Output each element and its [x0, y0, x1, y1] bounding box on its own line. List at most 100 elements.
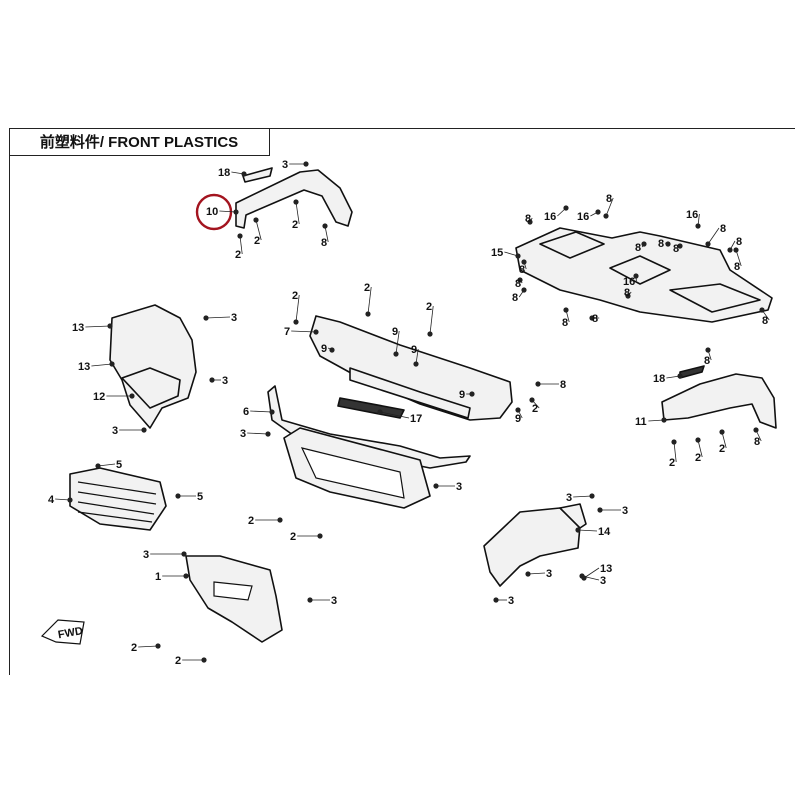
fastener-icon [525, 571, 531, 577]
callout-3: 3 [597, 505, 628, 517]
fastener-icon [201, 657, 207, 663]
front-fender-left-part[interactable] [235, 167, 353, 229]
callout-3: 3 [112, 425, 147, 437]
callout-number: 8 [624, 287, 630, 299]
callout-10: 10 [206, 206, 239, 218]
callout-number: 14 [598, 526, 611, 538]
front-rack-part[interactable] [515, 227, 773, 323]
callout-2: 2 [292, 290, 300, 325]
page-title: 前塑料件/ FRONT PLASTICS [9, 128, 270, 156]
callout-number: 2 [426, 301, 432, 313]
callout-number: 5 [197, 491, 203, 503]
callout-number: 11 [635, 416, 647, 428]
fastener-icon [241, 171, 247, 177]
callout-16: 16 [577, 209, 601, 223]
callout-number: 8 [515, 278, 521, 290]
callout-number: 13 [72, 322, 84, 334]
callout-number: 3 [508, 595, 514, 607]
fastener-icon [322, 223, 328, 229]
skid-plate-part[interactable] [185, 555, 283, 643]
callout-2: 2 [290, 531, 323, 543]
callout-number: 15 [491, 247, 503, 259]
callout-9: 9 [515, 407, 523, 425]
callout-2: 2 [669, 439, 677, 469]
trim-strip-part[interactable] [337, 397, 405, 419]
callout-number: 8 [321, 237, 327, 249]
fastener-icon [695, 437, 701, 443]
callout-number: 10 [206, 206, 218, 218]
grille-part[interactable] [69, 467, 167, 531]
fastener-icon [529, 397, 535, 403]
fastener-icon [293, 319, 299, 325]
callout-2: 2 [253, 217, 262, 247]
callout-8: 8 [589, 313, 600, 325]
front-fender-right-part[interactable] [661, 365, 777, 429]
callout-number: 3 [282, 159, 288, 171]
callout-number: 9 [459, 389, 465, 401]
fastener-icon [677, 243, 683, 249]
callout-number: 7 [284, 326, 290, 338]
callout-2: 2 [426, 301, 434, 337]
callout-number: 8 [673, 243, 679, 255]
fastener-icon [695, 223, 701, 229]
callout-11: 11 [635, 416, 667, 428]
fastener-icon [107, 323, 113, 329]
fastener-icon [329, 347, 335, 353]
front-bumper-part[interactable] [309, 315, 513, 421]
fastener-icon [469, 391, 475, 397]
fastener-icon [317, 533, 323, 539]
callout-8: 8 [705, 223, 726, 247]
fastener-icon [269, 409, 275, 415]
fastener-icon [413, 361, 419, 367]
fastener-icon [527, 219, 533, 225]
fastener-icon [253, 217, 259, 223]
callout-number: 13 [600, 563, 612, 575]
callout-number: 16 [544, 211, 556, 223]
fastener-icon [277, 517, 283, 523]
grille-frame-part[interactable] [267, 385, 471, 509]
callout-number: 2 [292, 290, 298, 302]
callout-16: 16 [623, 273, 639, 288]
fastener-icon [661, 417, 667, 423]
callout-8: 8 [759, 307, 770, 327]
callout-number: 2 [248, 515, 254, 527]
callout-number: 8 [606, 193, 612, 205]
side-panel-right-part[interactable] [483, 503, 587, 587]
side-panel-left-part[interactable] [109, 304, 197, 429]
callout-3: 3 [433, 481, 462, 493]
callout-3: 3 [579, 573, 606, 587]
callout-2: 2 [235, 233, 243, 261]
callout-3: 3 [566, 492, 595, 504]
callout-2: 2 [248, 515, 283, 527]
fastener-icon [141, 427, 147, 433]
fastener-icon [595, 209, 601, 215]
callout-number: 8 [734, 261, 740, 273]
fastener-icon [95, 463, 101, 469]
fastener-icon [393, 351, 399, 357]
callout-17: 17 [377, 409, 422, 425]
callout-5: 5 [175, 491, 203, 503]
leader-line [379, 411, 410, 419]
fastener-icon [733, 247, 739, 253]
callout-number: 3 [546, 568, 552, 580]
fastener-icon [677, 373, 683, 379]
callout-1: 1 [155, 571, 189, 583]
leader-line [673, 441, 677, 463]
fastener-icon [515, 253, 521, 259]
callout-number: 3 [143, 549, 149, 561]
fastener-icon [237, 233, 243, 239]
callout-number: 16 [686, 209, 698, 221]
leader-line [573, 495, 593, 498]
callout-number: 3 [112, 425, 118, 437]
fastener-icon [109, 361, 115, 367]
callout-16: 16 [544, 205, 569, 223]
fastener-icon [705, 347, 711, 353]
leader-line [239, 235, 243, 255]
fastener-icon [265, 431, 271, 437]
leader-line [605, 197, 614, 217]
callout-number: 2 [254, 235, 260, 247]
leader-line [291, 330, 317, 333]
callout-number: 3 [456, 481, 462, 493]
fastener-icon [307, 597, 313, 603]
